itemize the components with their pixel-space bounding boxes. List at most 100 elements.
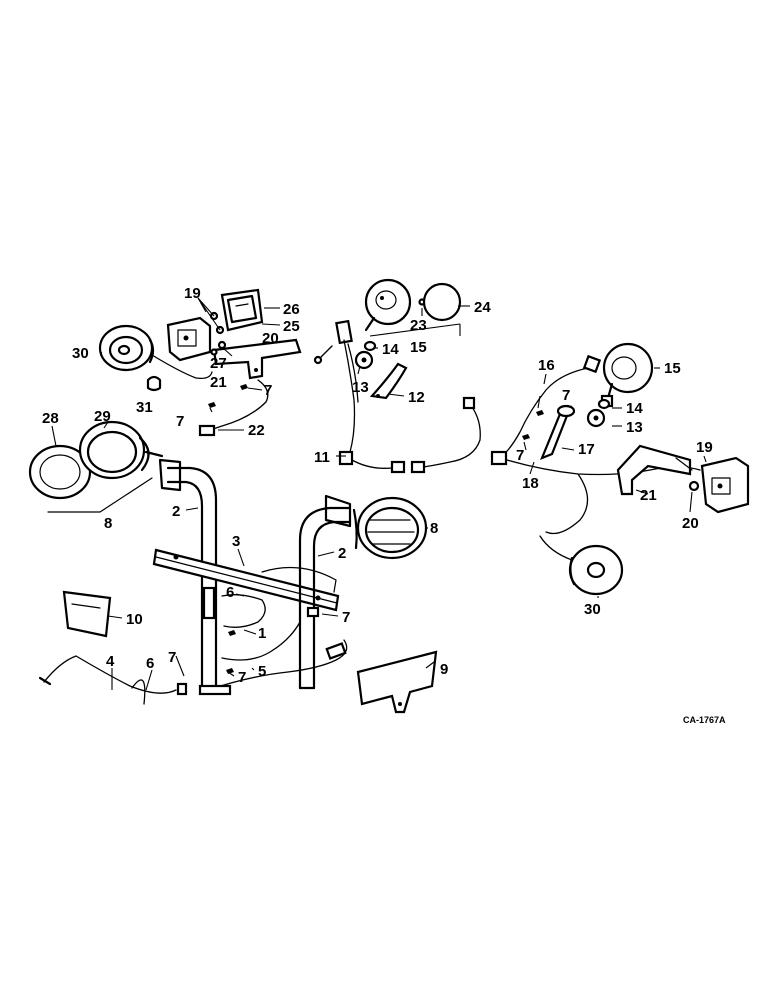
callout-31: 31	[136, 399, 153, 416]
clip-7-d	[176, 682, 188, 696]
connector-main	[325, 642, 347, 660]
callout-16: 16	[538, 357, 555, 374]
callout-8-left: 8	[104, 515, 112, 532]
callout-29: 29	[94, 408, 111, 425]
clip-7-f	[306, 606, 320, 618]
bracket-8-lead	[47, 477, 153, 513]
callout-8-right: 8	[430, 520, 438, 537]
callout-19-left: 19	[184, 285, 201, 302]
callout-7-f: 7	[562, 387, 570, 404]
connector-15-right	[582, 354, 602, 374]
bulb-31	[146, 375, 162, 392]
drawing-code: CA-1767A	[683, 715, 726, 725]
harness-30-lead	[539, 535, 573, 561]
callout-14-right: 14	[626, 400, 643, 417]
clip-7-g	[536, 410, 544, 416]
screw-20-right	[688, 480, 700, 492]
harness-4	[43, 655, 177, 694]
spot-lamp-8	[352, 496, 428, 560]
warning-lamp-housing-right	[700, 456, 750, 514]
callout-28: 28	[42, 410, 59, 427]
clip-7-c	[228, 630, 236, 636]
callout-3: 3	[232, 533, 240, 550]
callout-22: 22	[248, 422, 265, 439]
callout-7-e: 7	[238, 669, 246, 686]
callout-12: 12	[408, 389, 425, 406]
harness-18-drop	[545, 473, 589, 535]
work-lamp-15-center	[364, 278, 412, 332]
callout-10: 10	[126, 611, 143, 628]
callout-27: 27	[210, 355, 227, 372]
callout-21-left: 21	[210, 374, 227, 391]
callout-7-a: 7	[264, 382, 272, 399]
callout-20-right: 20	[682, 515, 699, 532]
callout-11: 11	[314, 449, 330, 466]
callout-9: 9	[440, 661, 448, 678]
work-lamp-15-right	[600, 342, 654, 408]
headlamp-door-28	[28, 444, 92, 500]
callout-labels: 19 26 25 20 27 21 7 30 31 7 22 29 28 8 2…	[42, 285, 713, 686]
callout-7-d: 7	[168, 649, 176, 666]
callout-15-center: 15	[410, 339, 427, 356]
harness-16b	[415, 403, 481, 469]
callout-13-center: 13	[352, 379, 369, 396]
callout-1: 1	[258, 625, 266, 642]
connector-22	[198, 424, 216, 437]
bracket-12	[369, 362, 408, 400]
callout-14-center: 14	[382, 341, 399, 358]
callout-6-a: 6	[226, 584, 234, 601]
harness-16	[499, 367, 589, 459]
leader-lines	[51, 297, 707, 691]
shield-10	[62, 590, 112, 638]
callout-25: 25	[283, 318, 300, 335]
harness-5	[221, 621, 301, 661]
socket-13-center	[354, 350, 374, 370]
callout-6-b: 6	[146, 655, 154, 672]
harness-22	[209, 379, 269, 431]
callout-18: 18	[522, 475, 539, 492]
clip-7-upper	[240, 384, 248, 390]
support-17	[539, 404, 576, 460]
callout-30-right: 30	[584, 601, 601, 618]
warning-lamp-housing-left	[166, 316, 212, 362]
callout-24: 24	[474, 299, 491, 316]
callout-15-right: 15	[664, 360, 681, 377]
callout-30-left: 30	[72, 345, 89, 362]
connector-16a	[462, 396, 476, 410]
callout-7-g: 7	[516, 447, 524, 464]
shield-9	[356, 650, 438, 714]
callout-7-c: 7	[342, 609, 350, 626]
callout-26: 26	[283, 301, 300, 318]
lens-plate-26	[220, 288, 264, 332]
harness-6-lower	[131, 679, 146, 705]
callout-17: 17	[578, 441, 595, 458]
nut-14-center	[363, 340, 377, 352]
connector-18	[490, 450, 508, 466]
lamp-lead-wire	[151, 354, 213, 380]
clip-7-h	[522, 434, 530, 440]
flood-lamp-left	[98, 324, 155, 372]
headlamp-29	[78, 420, 164, 480]
clip-7-lower	[208, 402, 216, 408]
callout-23: 23	[410, 317, 427, 334]
lens-24	[422, 282, 462, 322]
callout-7-b: 7	[176, 413, 184, 430]
harness-11	[313, 319, 406, 474]
socket-13-right	[586, 408, 606, 428]
callout-4: 4	[106, 653, 115, 670]
callout-2-right: 2	[338, 545, 346, 562]
cross-bar-3	[152, 548, 340, 612]
connector-16b	[410, 460, 426, 474]
callout-13-right: 13	[626, 419, 643, 436]
callout-21-right: 21	[640, 487, 657, 504]
callout-2-left: 2	[172, 503, 180, 520]
nut-14-right	[597, 398, 611, 410]
callout-19-right: 19	[696, 439, 713, 456]
bracket-21-right	[616, 444, 693, 496]
callout-20-left: 20	[262, 330, 279, 347]
callout-5: 5	[258, 663, 266, 680]
connector-4	[38, 676, 52, 686]
flood-lamp-right	[568, 544, 624, 596]
